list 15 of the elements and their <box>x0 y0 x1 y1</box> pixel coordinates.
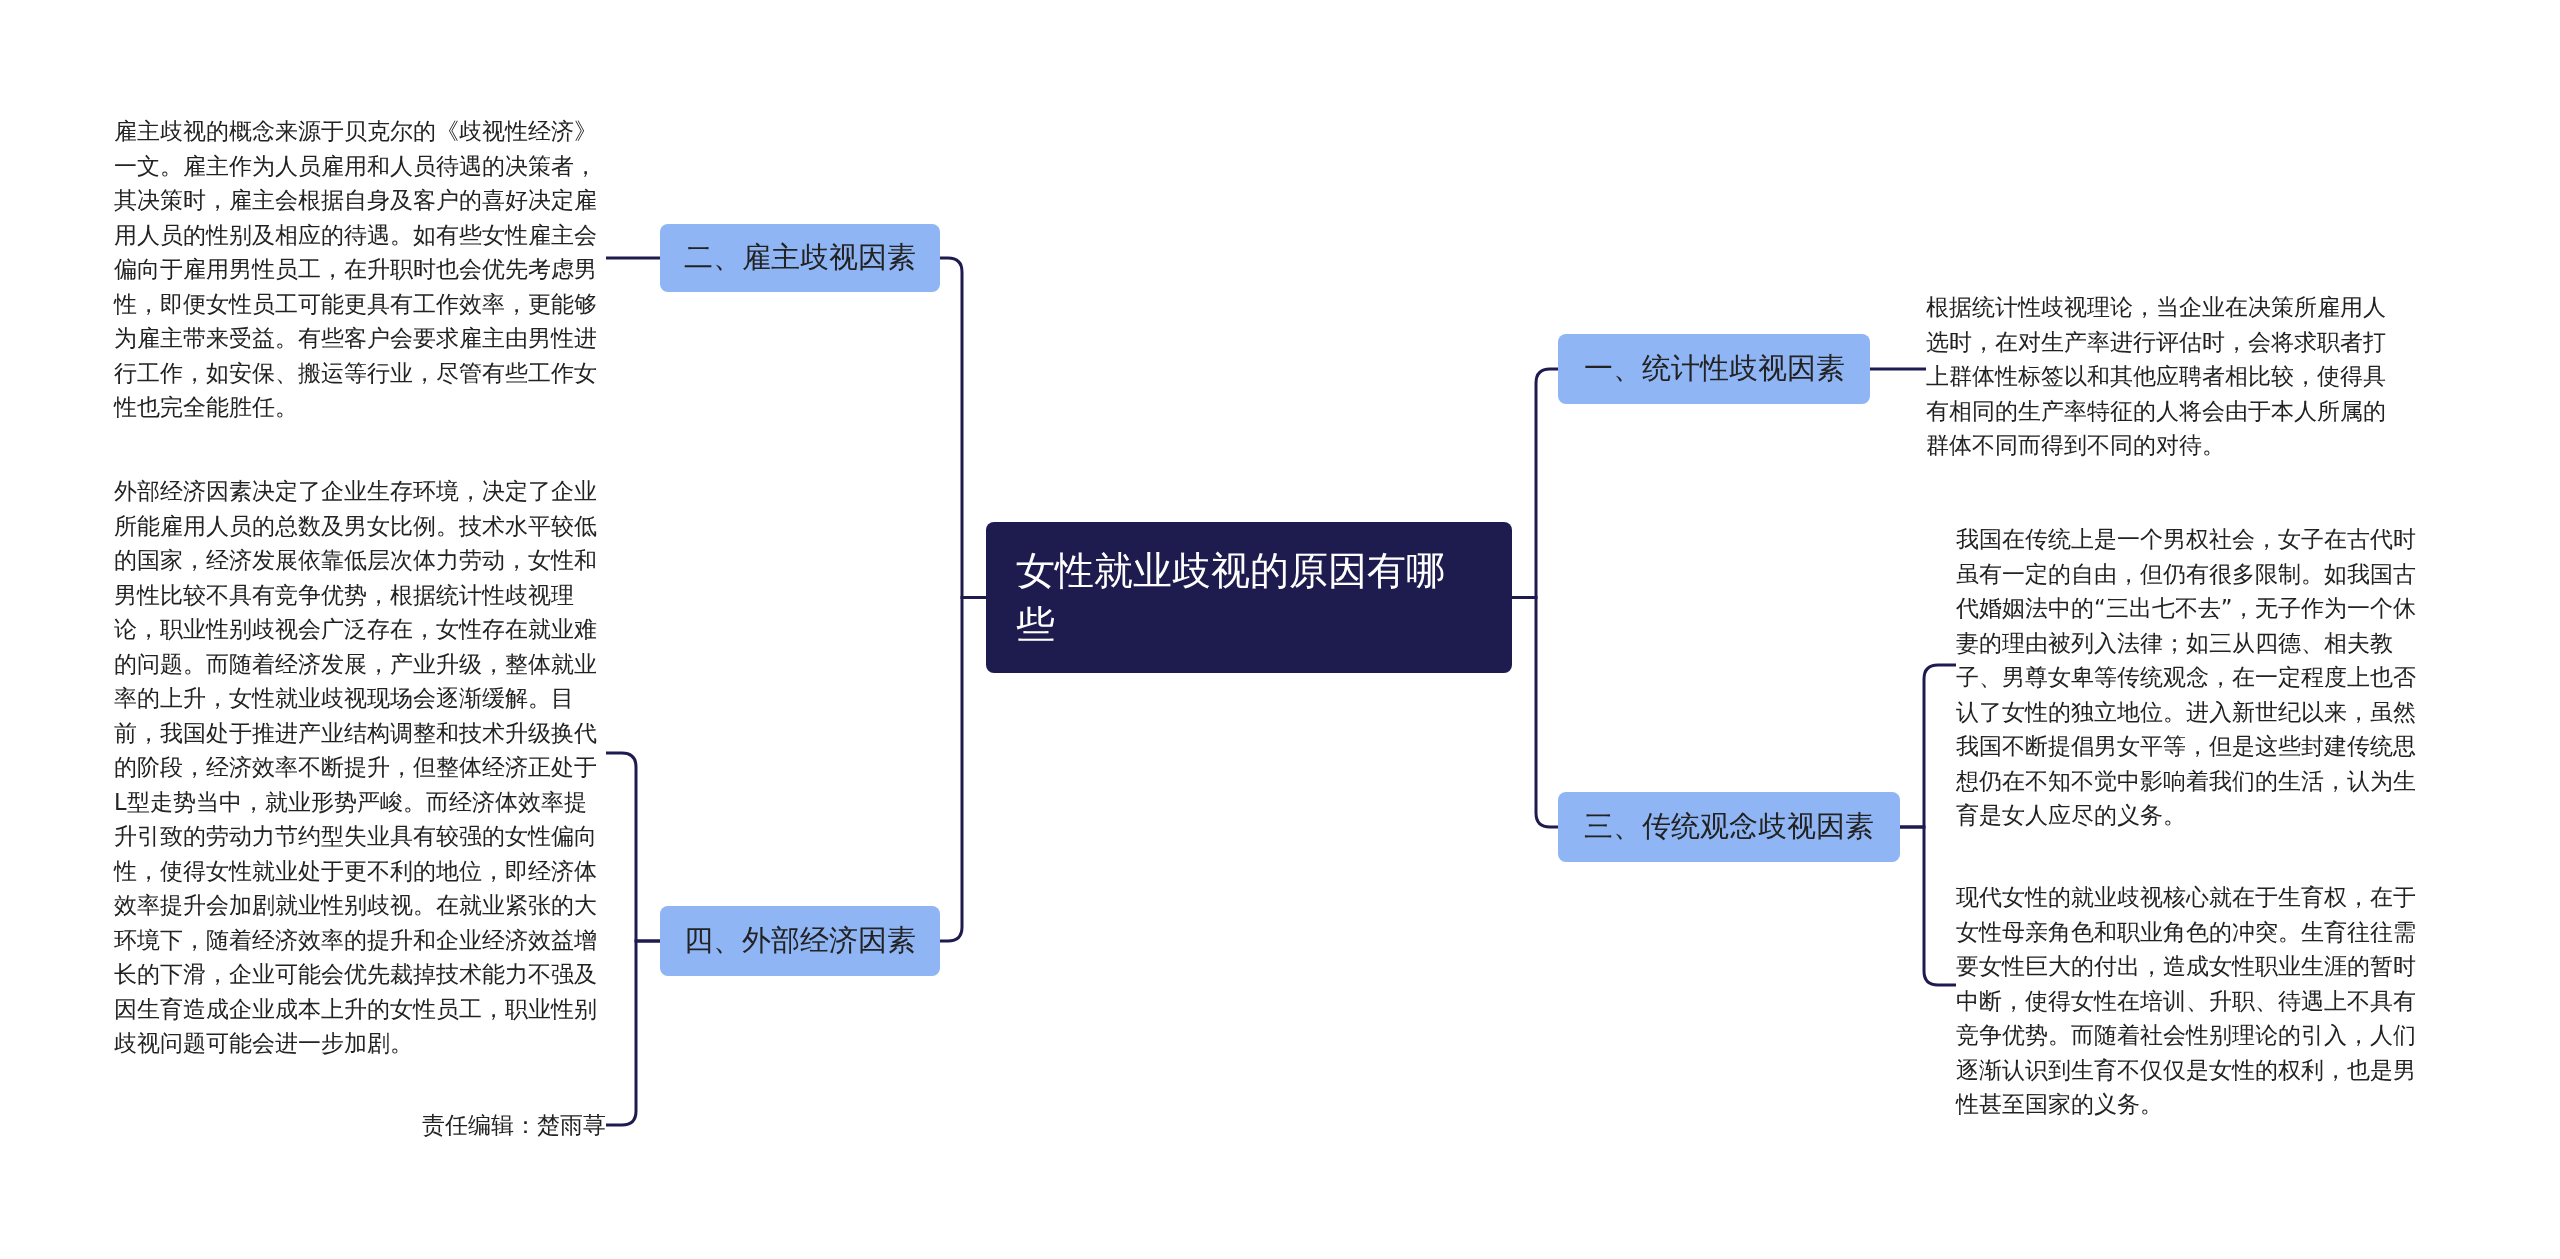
description-text: 外部经济因素决定了企业生存环境，决定了企业所能雇用人员的总数及男女比例。技术水平较低的国家，经济发展依靠低层次体力劳动，女性和男性比较不具有竞争优势，根据统计性歧视理论，职业性别歧视会广泛存在，女性存在就业难的问题。而随着经济发展，产业升级，整体就业率的上升，女性就业歧视现场会逐渐缓解。目前，我国处于推进产业结构调整和技术升级换代的阶段，经济效率不断提升，但整体经济正处于L型走势当中，就业形势严峻。而经济体效率提升引致的劳动力节约型失业具有较强的女性偏向性，使得女性就业处于更不利的地位，即经济体效率提升会加剧就业性别歧视。在就业紧张的大环境下，随着经济效率的提升和企业经济效益增长的下滑，企业可能会优先裁掉技术能力不强及因生育造成企业成本上升的女性员工，职业性别歧视问题可能会进一步加剧。 <box>114 474 606 1061</box>
topic-box: 四、外部经济因素 <box>660 906 940 976</box>
topic-box: 一、统计性歧视因素 <box>1558 334 1870 404</box>
connector <box>606 256 660 260</box>
topic-box: 三、传统观念歧视因素 <box>1558 792 1900 862</box>
description-text: 根据统计性歧视理论，当企业在决策所雇用人选时，在对生产率进行评估时，会将求职者打上群体性标签以和其他应聘者相比较，使得具有相同的生产率特征的人将会由于本人所属的群体不同而得到不同的对待。 <box>1926 290 2400 463</box>
editor-credit: 责任编辑：楚雨荨 <box>380 1110 606 1140</box>
description-text: 雇主歧视的概念来源于贝克尔的《歧视性经济》一文。雇主作为人员雇用和人员待遇的决策者，其决策时，雇主会根据自身及客户的喜好决定雇用人员的性别及相应的待遇。如有些女性雇主会偏向于雇用男性员工，在升职时也会优先考虑男性，即便女性员工可能更具有工作效率，更能够为雇主带来受益。有些客户会要求雇主由男性进行工作，如安保、搬运等行业，尽管有些工作女性也完全能胜任。 <box>114 114 606 425</box>
connector <box>1870 367 1926 371</box>
central-topic-box: 女性就业歧视的原因有哪些 <box>986 522 1512 673</box>
description-text: 我国在传统上是一个男权社会，女子在古代时虽有一定的自由，但仍有很多限制。如我国古代婚姻法中的“三出七不去”，无子作为一个休妻的理由被列入法律；如三从四德、相夫教子、男尊女卑等传统观念，在一定程度上也否认了女性的独立地位。进入新世纪以来，虽然我国不断提倡男女平等，但是这些封建传统思想仍在不知不觉中影响着我们的生活，认为生育是女人应尽的义务。 <box>1956 522 2430 833</box>
description-text: 现代女性的就业歧视核心就在于生育权，在于女性母亲角色和职业角色的冲突。生育往往需要女性巨大的付出，造成女性职业生涯的暂时中断，使得女性在培训、升职、待遇上不具有竞争优势。而随着社会性别理论的引入，人们逐渐认识到生育不仅仅是女性的权利，也是男性甚至国家的义务。 <box>1956 880 2430 1122</box>
connector <box>940 596 986 943</box>
topic-box: 二、雇主歧视因素 <box>660 224 940 292</box>
connector <box>1512 596 1558 829</box>
